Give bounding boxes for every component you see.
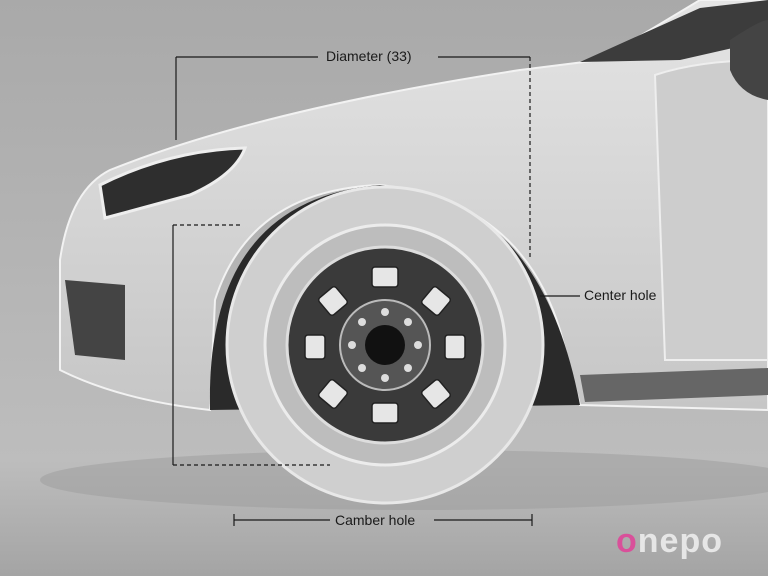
car-body <box>59 0 768 412</box>
dimension-lines <box>172 56 580 526</box>
center-hole-label: Center hole <box>584 287 657 303</box>
center-hole <box>365 325 405 365</box>
logo-accent-letter: o <box>616 522 638 560</box>
headlight <box>98 146 248 220</box>
watermark-logo: onepo <box>616 522 723 561</box>
wheel <box>225 185 545 505</box>
diameter-label: Diameter (33) <box>326 48 412 64</box>
camber-hole-label: Camber hole <box>335 512 416 528</box>
windshield <box>580 0 768 62</box>
side-skirt <box>580 368 768 402</box>
side-mirror <box>730 20 768 100</box>
front-door <box>653 58 768 361</box>
logo-text: nepo <box>637 522 723 560</box>
fog-light-vent <box>65 280 125 360</box>
